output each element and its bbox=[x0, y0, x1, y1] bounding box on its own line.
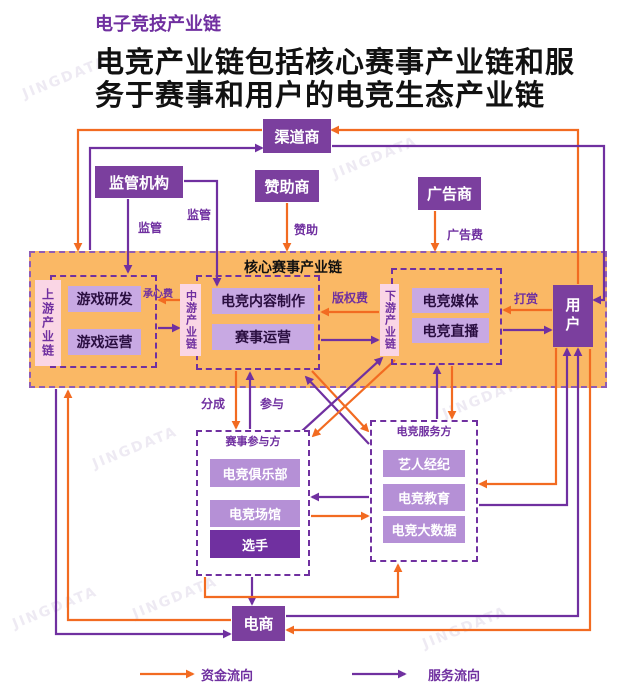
downstream-label: 下游产业链 bbox=[380, 284, 399, 356]
content-production-box: 电竞内容制作 bbox=[212, 288, 314, 314]
services-title: 电竞服务方 bbox=[396, 425, 452, 438]
artist-management-box: 艺人经纪 bbox=[383, 450, 465, 477]
flow-label-copyright-fee: 版权费 bbox=[332, 291, 369, 305]
funds-arrow-channel-to-upstream bbox=[73, 128, 262, 252]
player-box: 选手 bbox=[210, 530, 300, 558]
service-arrow-services-to-midstream bbox=[304, 375, 370, 445]
funds-arrow-ecommerce-to-upstream bbox=[63, 389, 231, 622]
service-arrow-services-to-user bbox=[479, 347, 572, 507]
upstream-label: 上游产业链 bbox=[35, 280, 61, 366]
sponsor-box: 赞助商 bbox=[255, 170, 319, 202]
page-title-line-1: 电竞产业链包括核心赛事产业链和服 bbox=[95, 45, 576, 79]
regulator-box: 监管机构 bbox=[95, 166, 183, 198]
event-operation-box: 赛事运营 bbox=[212, 324, 314, 350]
service-arrow-regulator-to-midstream bbox=[184, 179, 222, 287]
funds-arrow-user-to-services bbox=[478, 348, 558, 489]
user-box: 用户 bbox=[553, 285, 593, 347]
downstream-group bbox=[391, 268, 502, 365]
esports-venue-box: 电竞场馆 bbox=[210, 500, 300, 527]
midstream-label: 中游产业链 bbox=[180, 284, 201, 356]
esports-club-box: 电竞俱乐部 bbox=[210, 459, 300, 487]
esports-media-box: 电竞媒体 bbox=[412, 288, 489, 313]
service-arrow-upstream-to-channel bbox=[88, 143, 264, 250]
legend-funds-arrow-icon bbox=[140, 669, 195, 679]
section-title: 电子竞技产业链 bbox=[95, 14, 221, 35]
esports-education-box: 电竞教育 bbox=[383, 484, 465, 511]
esports-live-box: 电竞直播 bbox=[412, 318, 489, 343]
funds-arrow-user-to-ecommerce bbox=[285, 349, 592, 635]
advertiser-box: 广告商 bbox=[418, 177, 481, 210]
legend-service-arrow-icon bbox=[352, 669, 407, 679]
legend-service-label: 服务流向 bbox=[428, 669, 481, 684]
channel-box: 渠道商 bbox=[263, 119, 331, 153]
flow-label-revenue-share: 分成 bbox=[201, 397, 226, 411]
flow-label-regulate-midstream: 监管 bbox=[187, 208, 212, 222]
page-title: 电竞产业链包括核心赛事产业链和服 务于赛事和用户的电竞生态产业链 bbox=[95, 46, 575, 112]
service-arrow-participants-to-downstream bbox=[301, 356, 384, 432]
game-development-box: 游戏研发 bbox=[68, 286, 141, 312]
service-arrow-channel-to-user bbox=[332, 144, 606, 305]
service-arrow-ecommerce-to-user bbox=[286, 347, 583, 618]
flow-label-sponsorship: 赞助 bbox=[294, 223, 319, 237]
participants-title: 赛事参与方 bbox=[225, 435, 281, 448]
flow-label-participate: 参与 bbox=[260, 397, 285, 411]
flow-label-tipping: 打赏 bbox=[514, 292, 539, 306]
game-operation-box: 游戏运营 bbox=[68, 329, 141, 355]
funds-arrow-user-to-channel bbox=[330, 125, 580, 284]
esports-big-data-box: 电竞大数据 bbox=[383, 516, 465, 543]
funds-arrow-midstream-to-services bbox=[311, 370, 370, 433]
core-event-chain-title: 核心赛事产业链 bbox=[244, 260, 342, 276]
legend-funds-label: 资金流向 bbox=[201, 669, 254, 684]
flow-label-regulate-upstream: 监管 bbox=[138, 221, 163, 235]
flow-label-ad-fee: 广告费 bbox=[447, 228, 484, 242]
service-arrow-upstream-to-ecommerce bbox=[54, 389, 232, 639]
funds-arrow-downstream-to-participants bbox=[311, 359, 396, 438]
funds-arrow-participants-to-services-bottom bbox=[203, 563, 403, 599]
page-title-line-2: 务于赛事和用户的电竞生态产业链 bbox=[95, 78, 546, 112]
flow-label-license-fee: 承心费 bbox=[143, 289, 173, 300]
ecommerce-box: 电商 bbox=[232, 606, 285, 641]
